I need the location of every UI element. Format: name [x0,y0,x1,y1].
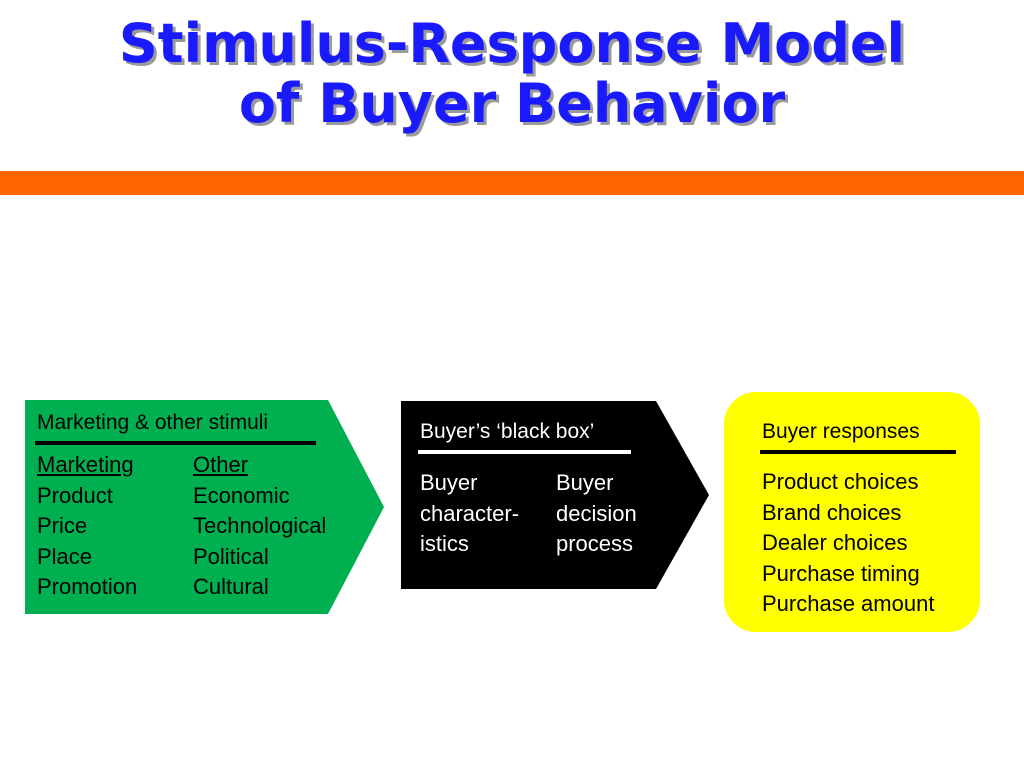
decision-line: process [556,531,634,557]
decision-column: Buyer decision process [556,468,637,560]
stimuli-arrow-shape [25,400,384,614]
other-item: Political [193,543,269,569]
marketing-item: Place [37,543,93,569]
response-item: Purchase amount [762,591,935,617]
accent-bar [0,171,1024,195]
slide-title: Stimulus-Response Model of Buyer Behavio… [0,14,1024,134]
marketing-column: Marketing Product Price Place Promotion [37,450,137,603]
marketing-item: Promotion [37,574,138,600]
marketing-item: Price [37,513,88,539]
black-box-heading: Buyer’s ‘black box’ [420,420,595,443]
title-line-2: of Buyer Behavior [238,72,786,135]
characteristics-line: istics [420,531,469,557]
decision-line: Buyer [556,470,614,495]
other-column: Other Economic Technological Political C… [193,450,326,603]
marketing-item: Product [37,482,113,508]
responses-heading-rule [760,450,956,454]
title-line-1: Stimulus-Response Model [118,12,906,75]
responses-list: Product choices Brand choices Dealer cho… [762,467,934,620]
other-item: Economic [193,482,290,508]
stimuli-heading: Marketing & other stimuli [37,411,269,434]
response-item: Dealer choices [762,530,908,556]
other-item: Cultural [193,574,269,600]
response-item: Purchase timing [762,560,920,586]
black-box-arrow-shape [401,401,709,589]
response-item: Brand choices [762,499,902,525]
other-item: Technological [193,513,327,539]
characteristics-column: Buyer character- istics [420,468,519,560]
characteristics-line: Buyer [420,470,478,495]
stimuli-heading-rule [35,441,316,445]
characteristics-line: character- [420,500,520,526]
other-header: Other [193,452,249,477]
decision-line: decision [556,500,637,526]
black-box-heading-rule [418,450,631,454]
response-item: Product choices [762,469,919,494]
responses-heading: Buyer responses [762,420,920,443]
marketing-header: Marketing [37,452,134,477]
